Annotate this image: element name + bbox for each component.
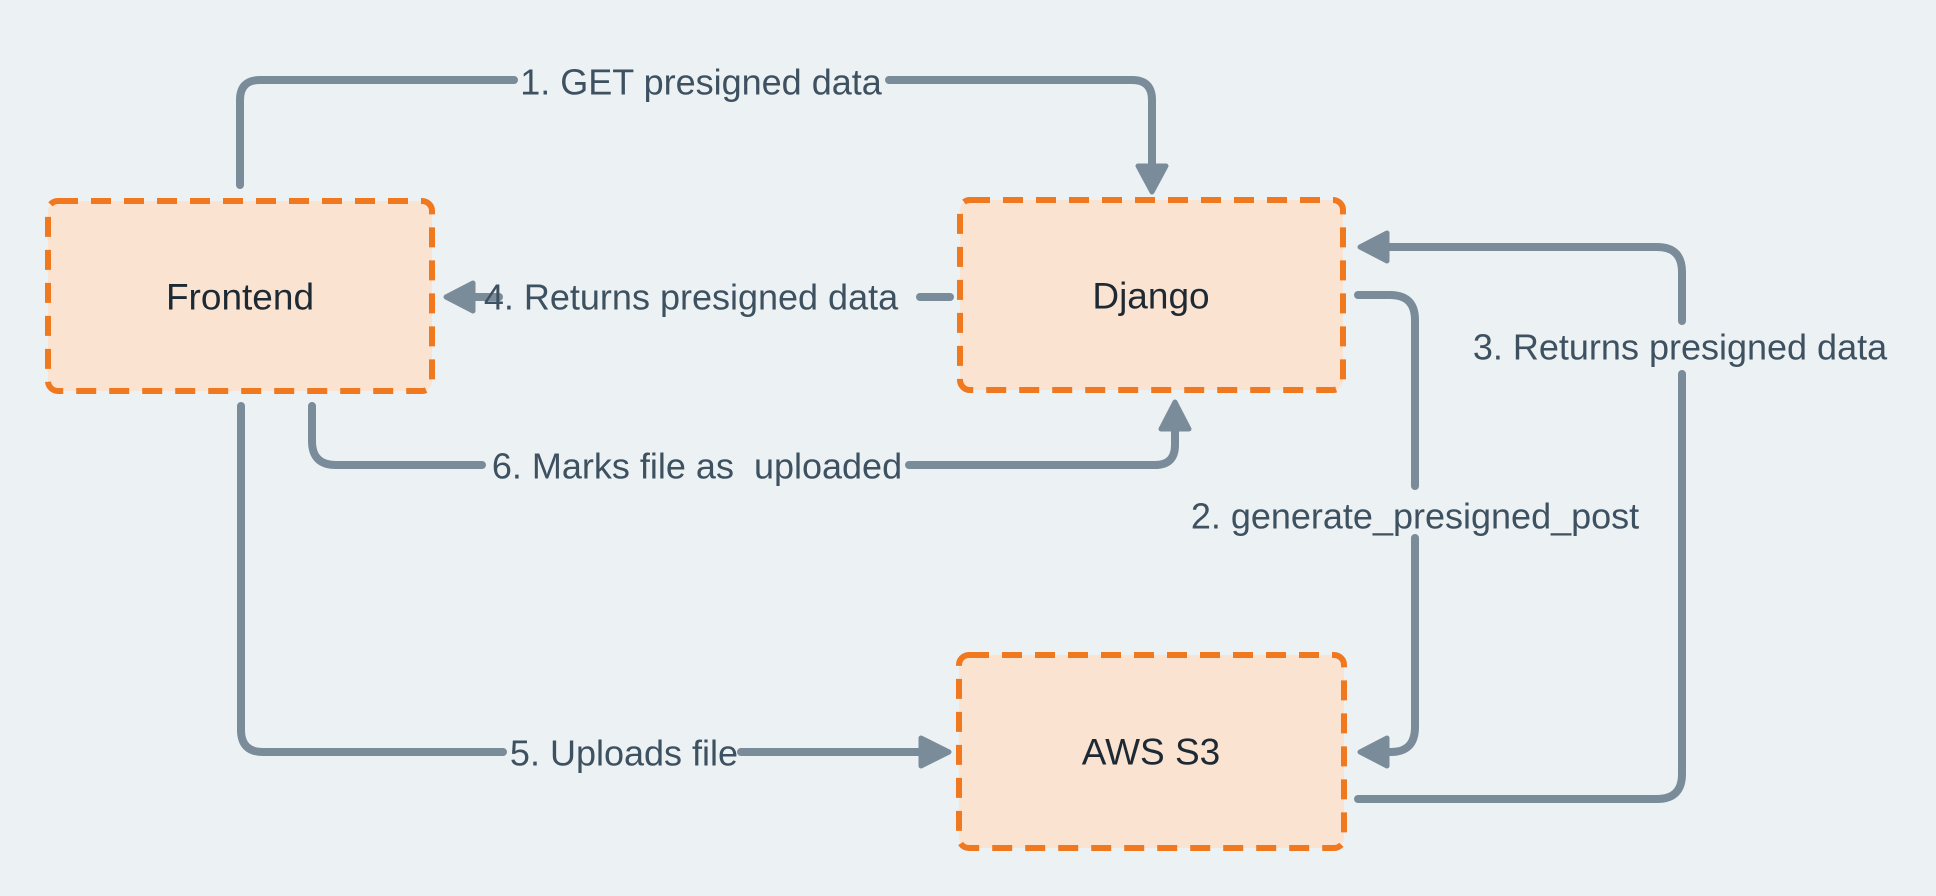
node-frontend-label: Frontend xyxy=(166,277,314,318)
edge-get-presigned-line-left xyxy=(236,76,518,189)
node-aws-s3-box xyxy=(956,652,1347,851)
edge-generate-presigned-line-top xyxy=(1354,291,1419,490)
node-frontend: Frontend xyxy=(45,198,435,394)
edge-marks-uploaded: 6. Marks file as uploaded xyxy=(308,399,1192,487)
arrow-left-icon xyxy=(443,280,476,314)
edge-uploads-file-line-left xyxy=(237,402,507,756)
node-aws-s3: AWS S3 xyxy=(956,652,1347,851)
arrow-left-icon xyxy=(1357,735,1390,769)
edge-generate-presigned: 2. generate_presigned_post xyxy=(1191,291,1639,769)
edge-returns-django-line-bottom xyxy=(1354,370,1686,803)
edge-marks-uploaded-label: 6. Marks file as uploaded xyxy=(492,446,902,487)
edge-returns-presigned-frontend: 4. Returns presigned data xyxy=(443,277,954,318)
node-django-label: Django xyxy=(1092,276,1209,317)
edge-generate-presigned-line-bottom xyxy=(1385,534,1419,756)
node-aws-s3-label: AWS S3 xyxy=(1082,732,1220,773)
node-django: Django xyxy=(957,197,1346,393)
edge-returns-django-line-top xyxy=(1386,243,1686,325)
node-django-box xyxy=(957,197,1346,393)
edge-get-presigned-line-right xyxy=(885,76,1156,172)
edge-uploads-file: 5. Uploads file xyxy=(237,402,952,774)
edge-returns-presigned-django: 3. Returns presigned data xyxy=(1354,230,1888,803)
edge-get-presigned-label: 1. GET presigned data xyxy=(520,62,883,103)
edge-marks-uploaded-line-left xyxy=(308,402,486,469)
edge-returns-django-label: 3. Returns presigned data xyxy=(1473,327,1888,368)
arrow-left-icon xyxy=(1357,230,1390,264)
edge-get-presigned: 1. GET presigned data xyxy=(236,62,1169,195)
edge-returns-frontend-label: 4. Returns presigned data xyxy=(484,277,899,318)
node-frontend-box xyxy=(45,198,435,394)
arrow-right-icon xyxy=(918,735,952,769)
edge-uploads-file-label: 5. Uploads file xyxy=(510,733,738,774)
edge-marks-uploaded-line-right xyxy=(905,426,1179,469)
arrow-up-icon xyxy=(1158,399,1192,432)
arrow-down-icon xyxy=(1135,163,1169,195)
edge-generate-presigned-label: 2. generate_presigned_post xyxy=(1191,496,1639,537)
